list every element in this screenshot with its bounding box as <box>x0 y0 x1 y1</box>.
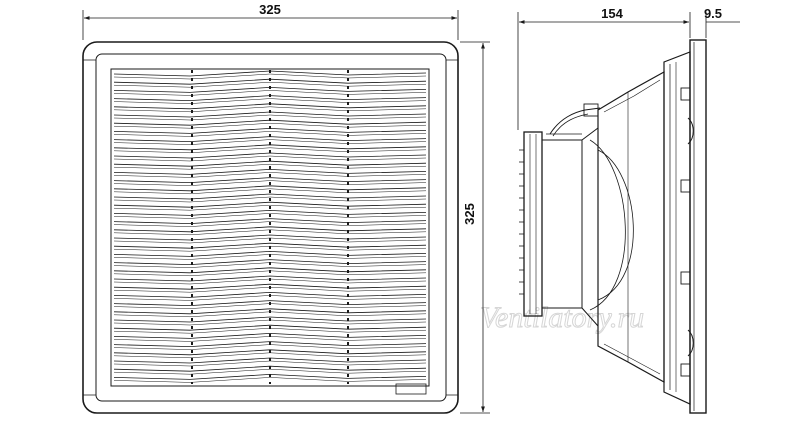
flange-clips <box>680 87 694 377</box>
width-dimension-label: 325 <box>259 2 281 17</box>
front-dimensions: 325 325 <box>82 2 490 414</box>
height-dimension-label: 325 <box>462 203 477 225</box>
side-view <box>519 39 707 414</box>
front-view <box>82 41 459 414</box>
side-dimensions: 154 9.5 <box>517 6 740 130</box>
depth-dimension-label: 154 <box>601 6 623 21</box>
watermark: Ventilatory.ru <box>480 301 644 334</box>
motor-ribs <box>519 149 524 295</box>
flange-thickness-label: 9.5 <box>704 6 722 21</box>
